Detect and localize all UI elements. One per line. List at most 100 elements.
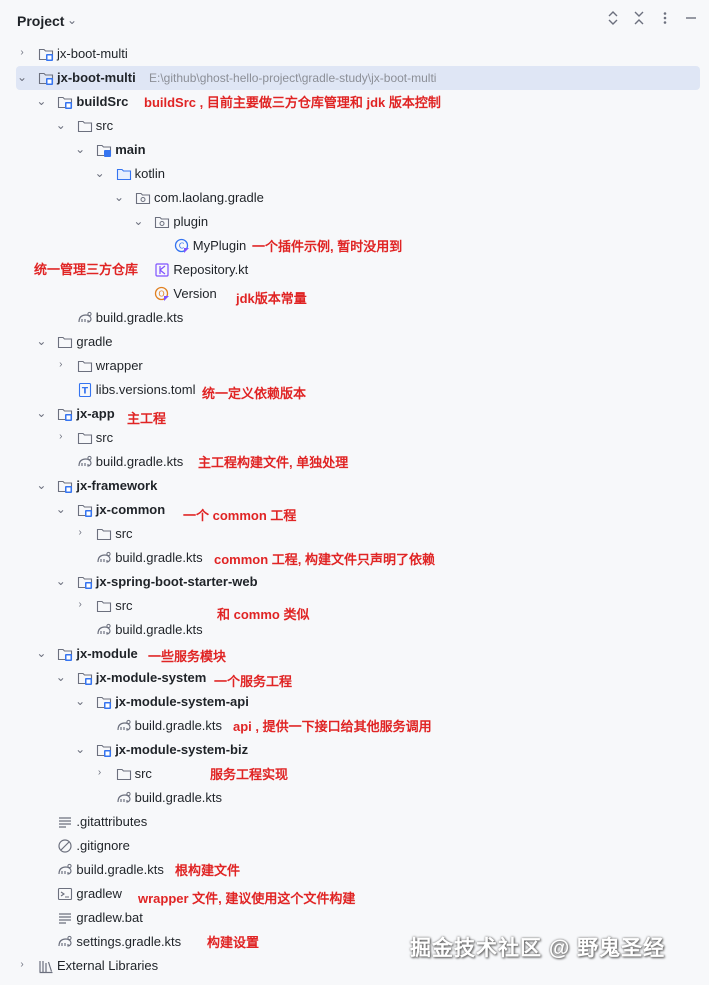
chevron-down-icon[interactable]: ⌄	[55, 574, 66, 588]
tree-row[interactable]: build.gradle.kts	[0, 450, 709, 474]
tree-row[interactable]: ⌄plugin	[0, 210, 709, 234]
tree-row[interactable]: build.gradle.kts	[0, 714, 709, 738]
chevron-down-icon[interactable]: ⌄	[55, 502, 66, 516]
tree-row[interactable]: › External Libraries	[0, 954, 709, 978]
module-folder-icon	[77, 670, 93, 686]
tree-item-label: wrapper	[95, 358, 143, 373]
chevron-down-icon[interactable]: ⌄	[36, 478, 47, 492]
gradle-icon	[77, 454, 93, 470]
chevron-down-icon[interactable]: ⌄	[75, 742, 86, 756]
chevron-right-icon[interactable]: ›	[78, 599, 82, 610]
expand-collapse-icon[interactable]	[605, 11, 621, 28]
tree-row[interactable]: ›src	[0, 594, 709, 618]
no-arrow	[55, 454, 67, 468]
no-arrow	[35, 910, 47, 924]
module-folder-icon	[96, 694, 112, 710]
tree-row[interactable]: ›jx-boot-multi	[0, 42, 709, 66]
tree-row[interactable]: settings.gradle.kts	[0, 930, 709, 954]
chevron-down-icon[interactable]: ⌄	[133, 214, 144, 228]
tree-row[interactable]: build.gradle.kts	[0, 306, 709, 330]
tree-row[interactable]: .gitignore	[0, 834, 709, 858]
tree-row[interactable]: › wrapper	[0, 354, 709, 378]
tree-row[interactable]: ⌄kotlin	[0, 162, 709, 186]
tree-item-label: jx-module-system	[95, 670, 207, 685]
tree-item-label: build.gradle.kts	[76, 862, 164, 877]
tree-item-label: External Libraries	[57, 958, 159, 973]
chevron-down-icon[interactable]: ⌄	[36, 94, 47, 108]
tree-row[interactable]: ›src	[0, 426, 709, 450]
chevron-right-icon[interactable]: ›	[59, 431, 63, 442]
tree-row[interactable]: ⌄gradle	[0, 330, 709, 354]
tree-row[interactable]: Repository.kt	[0, 258, 709, 282]
gradle-icon	[96, 622, 112, 638]
tree-row[interactable]: ⌄jx-module-system-biz	[0, 738, 709, 762]
watermark: 掘金技术社区 @ 野鬼圣经	[410, 937, 666, 960]
chevron-right-icon[interactable]: ›	[20, 959, 24, 970]
tree-item-label: libs.versions.toml	[95, 382, 196, 397]
tree-row[interactable]: › src	[0, 522, 709, 546]
no-arrow	[55, 382, 67, 396]
tree-item-label: settings.gradle.kts	[76, 934, 182, 949]
chevron-down-icon[interactable]: ⌄	[55, 118, 66, 132]
package-icon	[135, 190, 151, 206]
chevron-down-icon[interactable]: ⌄	[75, 694, 86, 708]
tree-row[interactable]: ⌄jx-module-system-api	[0, 690, 709, 714]
gradle-icon	[116, 718, 132, 734]
panel-title[interactable]: Project	[17, 13, 65, 29]
tree-row[interactable]: build.gradle.kts	[0, 858, 709, 882]
tree-row[interactable]: gradlew.bat	[0, 906, 709, 930]
chevron-down-icon[interactable]: ⌄	[113, 190, 125, 204]
tree-row[interactable]: ⌄buildSrc	[0, 90, 709, 114]
chevron-right-icon[interactable]: ›	[97, 767, 102, 778]
chevron-right-icon[interactable]: ›	[20, 47, 24, 58]
tree-row[interactable]: ⌄jx-module	[0, 642, 709, 666]
chevron-down-icon[interactable]: ⌄	[36, 334, 47, 348]
tree-item-label: build.gradle.kts	[134, 718, 223, 733]
chevron-down-icon[interactable]: ⌄	[36, 646, 47, 660]
text-file-icon	[57, 910, 73, 926]
tree-row[interactable]: ⌄jx-app	[0, 402, 709, 426]
collapse-all-icon[interactable]	[631, 11, 647, 28]
tree-item-label: build.gradle.kts	[115, 622, 203, 637]
tree-row[interactable]: ⌄jx-framework	[0, 474, 709, 498]
module-folder-icon	[57, 646, 73, 662]
tree-row[interactable]: ⌄jx-common	[0, 498, 709, 522]
tree-row[interactable]: ⌄main	[0, 138, 709, 162]
tree-row[interactable]: ⌄com.laolang.gradle	[0, 186, 709, 210]
kotlin-class-icon: C	[174, 238, 190, 254]
tree-row[interactable]: .gitattributes	[0, 810, 709, 834]
tree-row[interactable]: build.gradle.kts	[0, 786, 709, 810]
kotlin-source-folder-icon	[116, 166, 132, 182]
folder-icon	[57, 334, 73, 350]
chevron-down-icon[interactable]: ⌄	[75, 142, 86, 156]
chevron-right-icon[interactable]: ›	[78, 527, 82, 538]
chevron-down-icon[interactable]: ⌄	[67, 13, 78, 27]
chevron-down-icon[interactable]: ⌄	[55, 670, 66, 684]
gradle-icon	[116, 790, 132, 806]
folder-icon	[96, 526, 112, 542]
no-arrow	[35, 838, 47, 852]
tree-row[interactable]: build.gradle.kts	[0, 546, 709, 570]
tree-item-label: build.gradle.kts	[134, 790, 223, 805]
tree-row[interactable]: ›src	[0, 762, 709, 786]
chevron-right-icon[interactable]: ›	[59, 359, 63, 370]
tree-row[interactable]: ⌄jx-spring-boot-starter-web	[0, 570, 709, 594]
annotation-text: common 工程, 构建文件只声明了依赖	[214, 552, 436, 567]
more-options-icon[interactable]	[657, 11, 673, 28]
hide-panel-icon[interactable]	[683, 11, 699, 28]
tree-item-label: src	[115, 526, 133, 541]
tree-row[interactable]: ⌄ jx-module-system	[0, 666, 709, 690]
module-folder-icon	[77, 502, 93, 518]
tree-row[interactable]: build.gradle.kts	[0, 618, 709, 642]
svg-text:O: O	[159, 290, 165, 299]
chevron-down-icon[interactable]: ⌄	[36, 406, 47, 420]
chevron-down-icon[interactable]: ⌄	[16, 70, 28, 84]
svg-text:C: C	[179, 242, 185, 251]
chevron-down-icon[interactable]: ⌄	[94, 166, 105, 180]
tree-row[interactable]: gradlew	[0, 882, 709, 906]
tree-row[interactable]: ⌄src	[0, 114, 709, 138]
